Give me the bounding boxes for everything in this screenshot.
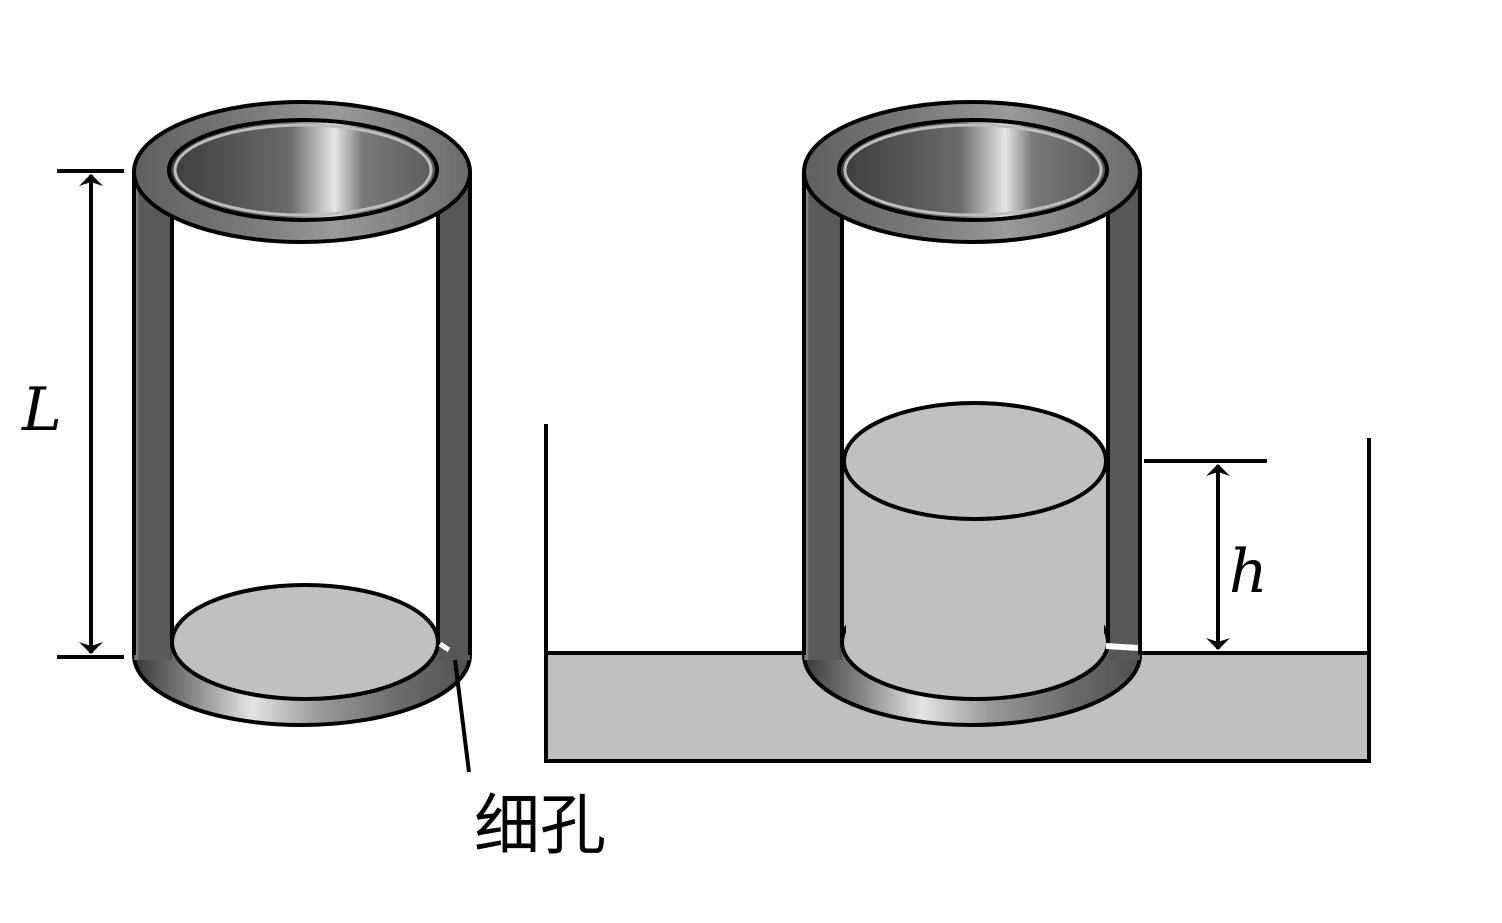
right-wall-right [1108,172,1140,660]
depth-label: h [1229,537,1268,607]
left-cylinder [132,100,472,727]
left-top-opening [167,118,439,222]
left-hole-mark [438,641,451,653]
left-wall-right [438,172,470,660]
right-cylinder [802,100,1142,727]
length-dimension: L [21,169,124,659]
hole-pointer-line [453,659,471,773]
left-inner-bottom [170,583,440,701]
depth-dimension: h [1144,459,1268,650]
hole-label: 细孔 [474,787,606,864]
right-top-opening [837,118,1109,222]
tank-outline [544,424,1371,763]
right-water-surface [842,401,1108,521]
left-wall-left [134,172,172,660]
right-hole-mark [1105,643,1139,651]
left-interior [172,172,438,642]
right-wall-left [804,172,842,660]
length-label: L [21,375,62,445]
